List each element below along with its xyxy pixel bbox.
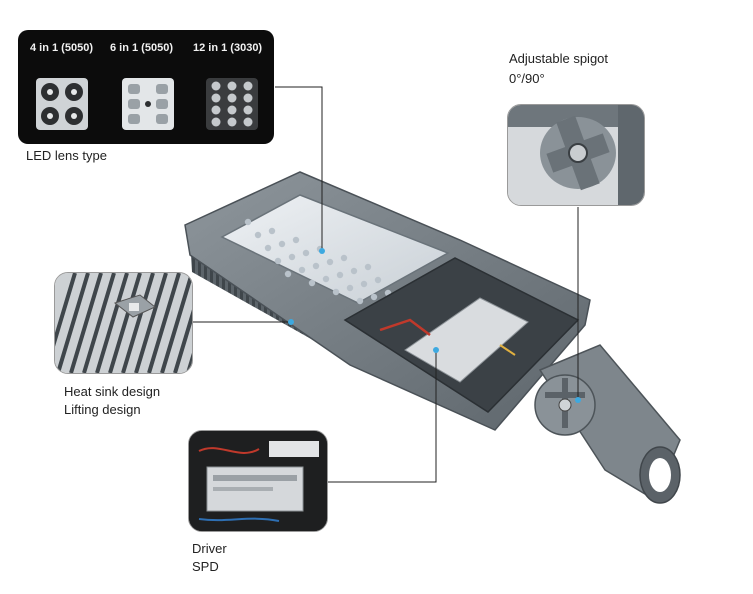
led-dot — [364, 263, 372, 271]
fin-line — [95, 273, 129, 373]
heatsink-caption-1: Heat sink design — [64, 384, 161, 399]
led-dot — [360, 280, 368, 288]
led-dot — [264, 244, 272, 252]
led-dot — [308, 279, 316, 287]
led-dot — [302, 249, 310, 257]
fin-line — [134, 273, 168, 373]
lens-type-panel: 4 in 1 (5050) 6 in 1 (5050) 12 in 1 (303… — [18, 30, 274, 144]
heatsink-closeup-image — [55, 273, 192, 373]
lens-cell — [243, 117, 253, 127]
led-dot — [340, 254, 348, 262]
lens-cell — [243, 105, 253, 115]
lens-6-icon — [122, 78, 174, 130]
lens-label-3: 12 in 1 (3030) — [193, 42, 263, 54]
lens-cell — [211, 93, 221, 103]
lens-cell — [243, 81, 253, 91]
lens-cell — [227, 93, 237, 103]
heatsink-inset — [54, 272, 193, 374]
fin-line — [108, 273, 142, 373]
lens-cell — [227, 105, 237, 115]
driver-closeup-image — [189, 431, 327, 531]
fin-line — [121, 273, 155, 373]
driver-caption-1: Driver — [192, 541, 227, 556]
led-dot — [274, 257, 282, 265]
led-dot — [322, 275, 330, 283]
driver-inset — [188, 430, 328, 532]
fin-line — [69, 273, 103, 373]
spigot-caption-2: 0°/90° — [509, 71, 545, 86]
lens-cell — [227, 81, 237, 91]
led-dot — [332, 288, 340, 296]
fin-line — [56, 273, 90, 373]
led-dot — [244, 218, 252, 226]
led-dot — [292, 236, 300, 244]
led-dot — [336, 271, 344, 279]
lens-label-2: 6 in 1 (5050) — [110, 42, 173, 54]
led-dot — [370, 293, 378, 301]
led-dot — [326, 258, 334, 266]
callout-lines — [191, 86, 579, 483]
led-dot — [298, 266, 306, 274]
spigot-closeup-image — [508, 105, 644, 205]
spigot-inset — [507, 104, 645, 206]
driver-caption-2: SPD — [192, 559, 219, 574]
led-dot — [374, 276, 382, 284]
callout-dots — [288, 248, 581, 403]
led-dot — [346, 284, 354, 292]
fin-line — [147, 273, 181, 373]
led-dot — [284, 270, 292, 278]
led-array — [244, 218, 412, 323]
lens-cell — [211, 81, 221, 91]
led-dot — [254, 231, 262, 239]
led-dot — [278, 240, 286, 248]
lens-12-icon — [206, 78, 258, 130]
led-dot — [356, 297, 364, 305]
led-dot — [350, 267, 358, 275]
led-dot — [288, 253, 296, 261]
lens-cell — [211, 117, 221, 127]
fin-line — [55, 273, 77, 347]
lens-cell — [243, 93, 253, 103]
fin-line — [160, 273, 192, 373]
led-dot — [268, 227, 276, 235]
fin-line — [173, 309, 192, 373]
led-dot — [312, 262, 320, 270]
lens-label-1: 4 in 1 (5050) — [30, 42, 93, 54]
fin-line — [82, 273, 116, 373]
lens-cell — [227, 117, 237, 127]
heatsink-caption-2: Lifting design — [64, 402, 141, 417]
lens-4-icon — [36, 78, 88, 130]
spigot-caption-1: Adjustable spigot — [509, 51, 609, 66]
lens-type-caption: LED lens type — [26, 148, 107, 163]
lens-cell — [211, 105, 221, 115]
